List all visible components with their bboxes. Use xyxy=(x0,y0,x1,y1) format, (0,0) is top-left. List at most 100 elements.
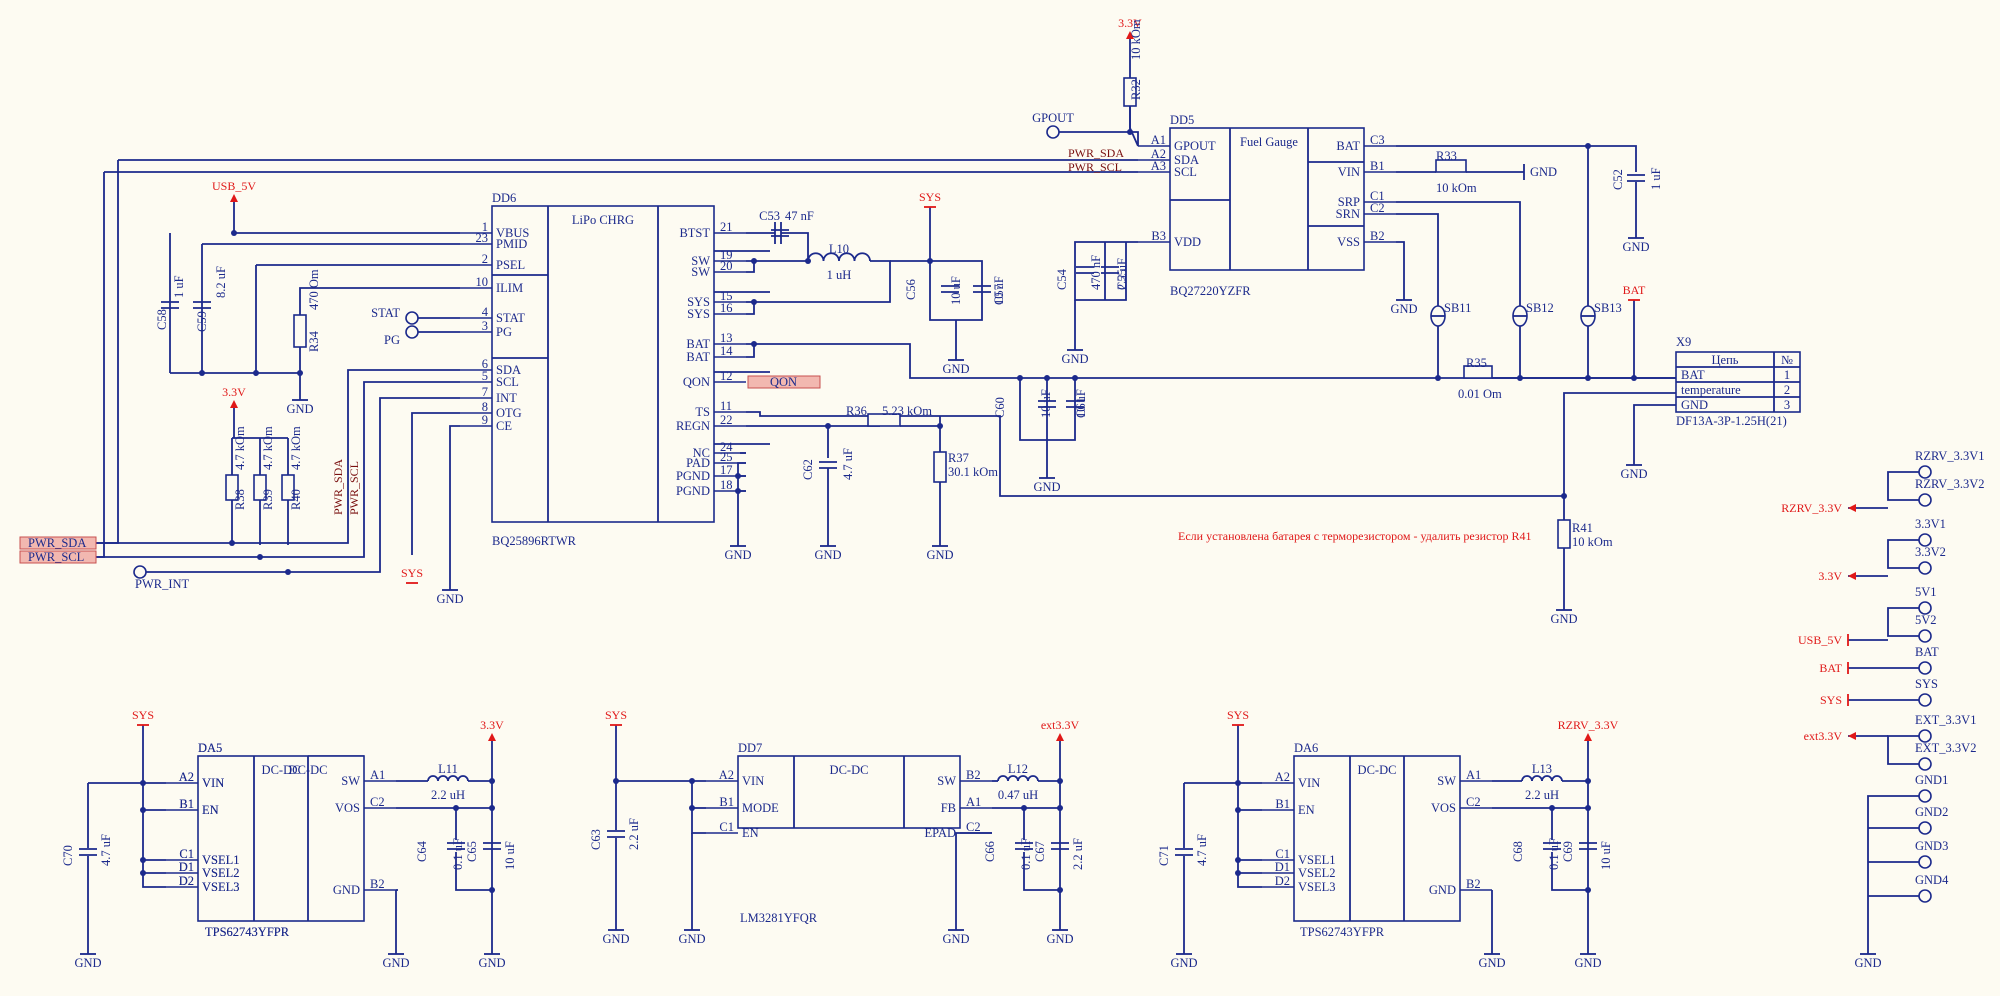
ground-label: GND xyxy=(1854,956,1881,970)
test-point xyxy=(1918,821,1932,835)
junction-dot xyxy=(1435,375,1441,381)
pin-name: EN xyxy=(742,826,759,840)
ground-label: GND xyxy=(724,548,751,562)
junction-dot xyxy=(140,870,146,876)
capacitor xyxy=(1066,400,1084,408)
power-arrow xyxy=(230,400,238,408)
wire xyxy=(1887,539,1919,569)
ic-da5 xyxy=(166,755,396,922)
pin-number: 8 xyxy=(482,400,488,414)
inductor-ref: L10 xyxy=(829,242,849,256)
ground-symbol xyxy=(388,944,404,955)
pin-number: 10 xyxy=(476,275,489,289)
ground-symbol xyxy=(730,536,746,547)
junction-dot xyxy=(825,423,831,429)
ground-label: GND xyxy=(1390,302,1417,316)
pin-name: NC xyxy=(693,446,710,460)
power-net-label: 3.3V xyxy=(1118,16,1142,30)
pin-name: EN xyxy=(202,803,219,817)
inductor xyxy=(807,252,871,262)
ground-symbol xyxy=(1556,600,1572,611)
test-point xyxy=(1918,465,1932,479)
ic-part-number: LM3281YFQR xyxy=(740,911,818,925)
power-net-label: BAT xyxy=(1819,661,1842,675)
net-flag-label: PWR_SDA xyxy=(28,536,86,550)
wire xyxy=(140,397,460,573)
connector-part: DF13A-3P-1.25H(21) xyxy=(1676,414,1787,428)
capacitor xyxy=(447,842,465,850)
jumper-ref: SB13 xyxy=(1594,301,1622,315)
capacitor-value: 1 uF xyxy=(1649,167,1663,190)
test-point xyxy=(1918,493,1932,507)
pin-name: SW xyxy=(285,0,304,3)
pin-number: B2 xyxy=(370,877,385,891)
pin-number: C2 xyxy=(966,820,981,834)
ic-ref: DA5 xyxy=(198,741,222,755)
net-label: PWR_SCL xyxy=(347,461,361,515)
junction-dot xyxy=(1585,778,1591,784)
resistor-ref: R37 xyxy=(948,451,969,465)
pin-number: B2 xyxy=(1370,229,1385,243)
power-net-label: ext3.3V xyxy=(1804,729,1843,743)
pin-number: 25 xyxy=(720,450,733,464)
capacitor-ref: C57 xyxy=(992,284,1006,305)
ground-symbol xyxy=(948,350,964,361)
pin-number: C1 xyxy=(719,820,734,834)
resistor-value: 0.01 Om xyxy=(1458,387,1502,401)
test-point-label: SYS xyxy=(1915,677,1938,691)
pin-name: EN xyxy=(1298,803,1315,817)
pin-name: SDA xyxy=(496,363,521,377)
capacitor xyxy=(1579,842,1597,850)
ground-label: GND xyxy=(382,956,409,970)
capacitor xyxy=(161,301,179,309)
power-net-label: SYS xyxy=(605,708,627,722)
resistor-ref: R36 xyxy=(846,404,867,418)
pin-number: B1 xyxy=(1275,797,1290,811)
pin-name: INT xyxy=(496,391,517,405)
pin-number: D1 xyxy=(179,860,194,874)
capacitor-value: 2.2 uF xyxy=(627,818,641,850)
resistor-value: 30.1 kOm xyxy=(948,465,998,479)
pin-number: C1 xyxy=(179,847,194,861)
wire xyxy=(781,232,809,261)
ground-symbol xyxy=(1039,468,1055,479)
pin-name: VSEL3 xyxy=(202,880,240,894)
pin-name: SRN xyxy=(1336,207,1360,221)
junction-dot xyxy=(1549,805,1555,811)
pin-name: VSEL1 xyxy=(202,853,240,867)
pin-name: PSEL xyxy=(496,258,525,272)
resistor xyxy=(1557,519,1571,549)
ic-ref: DA5 xyxy=(198,741,222,755)
net-flag-pwr-sda xyxy=(19,536,97,550)
pin-number: 6 xyxy=(482,357,488,371)
pin-name: VOS xyxy=(279,0,304,3)
resistor xyxy=(1435,159,1467,173)
resistor xyxy=(867,413,901,427)
pin-number: A1 xyxy=(314,0,329,3)
pin-name: VSEL1 xyxy=(1298,853,1336,867)
net-label: PWR_SDA xyxy=(331,459,345,515)
pin-number: 13 xyxy=(720,331,733,345)
pin-name: PGND xyxy=(676,484,710,498)
test-point-label: GND2 xyxy=(1915,805,1948,819)
power-arrow xyxy=(1848,504,1856,512)
ground-label: GND xyxy=(1170,956,1197,970)
capacitor-value: 10 uF xyxy=(1599,841,1613,870)
pin-name: SW xyxy=(1437,774,1456,788)
net-flag-label: QON xyxy=(770,375,797,389)
pin-name: VIN xyxy=(742,774,764,788)
ground-label: GND xyxy=(74,956,101,970)
pin-name: VBUS xyxy=(496,226,529,240)
pin-number: 4 xyxy=(482,305,489,319)
pin-name: FB xyxy=(941,801,956,815)
junction-dot xyxy=(1057,805,1063,811)
wire xyxy=(1237,783,1262,888)
pin-number: A1 xyxy=(1466,768,1481,782)
pin-name: VIN xyxy=(1298,776,1320,790)
ground-symbol xyxy=(1067,340,1083,351)
wire xyxy=(233,201,460,234)
pin-name: BAT xyxy=(1336,139,1360,153)
connector-net: GND xyxy=(1681,398,1708,412)
resistor xyxy=(293,314,307,348)
pin-name: REGN xyxy=(676,419,710,433)
